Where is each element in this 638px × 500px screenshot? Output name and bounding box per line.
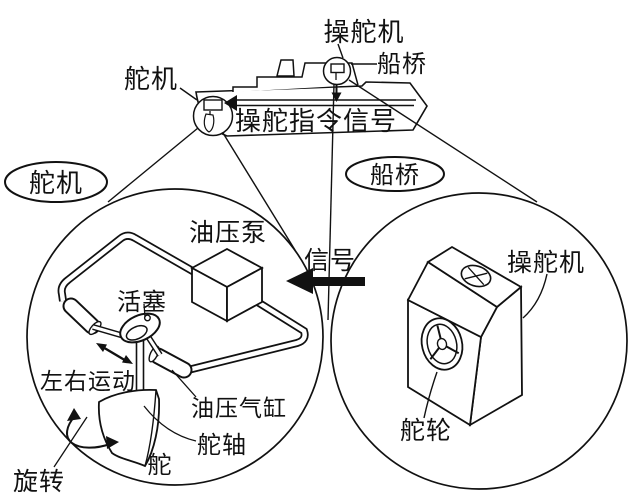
label-rotation: 旋转: [13, 467, 65, 496]
stern-to-left-circle-line-b: [222, 132, 296, 251]
mini-rudder-blade: [203, 113, 215, 133]
steering-stand-leader: [337, 43, 344, 59]
signal-flow: 信号: [286, 246, 365, 294]
label-rudder: 舵: [148, 451, 173, 479]
label-signal: 信号: [304, 246, 356, 275]
cylinder-right-core: [151, 349, 191, 377]
left-bubble-ellipse: [4, 161, 108, 203]
lateral-motion-arrowhead-b: [122, 355, 133, 364]
lateral-motion-arrow-line: [100, 344, 129, 364]
piston-flange: [119, 312, 161, 344]
rotation-arrowhead-right: [106, 436, 119, 449]
label-piston: 活塞: [117, 288, 167, 316]
bubble-labels: 舵机 船桥: [4, 156, 445, 203]
label-lateral-motion: 左右运动: [40, 369, 136, 395]
ship-overview: 操舵机 船桥 舵机 操舵指令信号: [124, 18, 428, 137]
steering-wheel: [420, 317, 464, 371]
label-rudder-stock: 舵轴: [197, 431, 247, 459]
signal-arrow: [286, 268, 365, 294]
piston-rod-left-core: [92, 325, 125, 338]
cylinder-left-core: [64, 299, 99, 333]
pipe-lower-inner: [187, 294, 307, 373]
steering-gear-leader: [179, 87, 198, 101]
rotation-arrowhead-up: [67, 408, 81, 421]
signal-band-arrowhead: [224, 95, 237, 111]
piston-leader: [143, 303, 146, 318]
label-bridge-top: 船桥: [377, 50, 427, 78]
telegraph-dial: [460, 264, 492, 288]
label-steering-stand-top: 操舵机: [323, 18, 404, 48]
hydraulic-pump-box: [190, 247, 264, 323]
label-hydraulic-pump: 油压泵: [189, 218, 267, 247]
label-steering-wheel: 舵轮: [400, 416, 452, 445]
lateral-motion-arrowhead-a: [96, 343, 107, 352]
rudder-stock-leader: [143, 405, 197, 442]
right-bubble-ellipse: [345, 156, 445, 192]
mini-gear-box: [203, 99, 223, 111]
bridge-detail: 操舵机 舵轮: [330, 192, 628, 490]
steering-stand-console: [406, 245, 523, 427]
label-hydraulic-cylinder: 油压气缸: [191, 396, 287, 422]
rotation-leader: [53, 416, 88, 468]
label-steering-gear-top: 舵机: [124, 65, 178, 95]
steering-stand-right-leader: [522, 273, 548, 319]
ship-funnel: [276, 59, 295, 77]
hydraulic-cylinder-leader: [171, 369, 197, 398]
mini-steering-stand: [330, 63, 345, 74]
label-left-bubble: 舵机: [29, 169, 83, 199]
piston-rod-right-core: [147, 337, 162, 356]
label-steering-stand-right: 操舵机: [507, 248, 585, 277]
bridge-to-right-circle-line-b: [348, 79, 538, 203]
label-command-signal: 操舵指令信号: [235, 107, 397, 137]
rudder-blade-crease: [144, 389, 157, 467]
stern-to-left-circle-line-a: [107, 127, 199, 203]
pipe-upper-inner: [59, 233, 198, 302]
label-right-bubble: 船桥: [370, 161, 420, 189]
steering-gear-detail: 油压泵 活塞 左右运动 油压气缸 舵轴 舵 旋转: [13, 188, 324, 496]
steering-wheel-leader: [423, 371, 438, 419]
rotation-arc: [66, 415, 111, 449]
